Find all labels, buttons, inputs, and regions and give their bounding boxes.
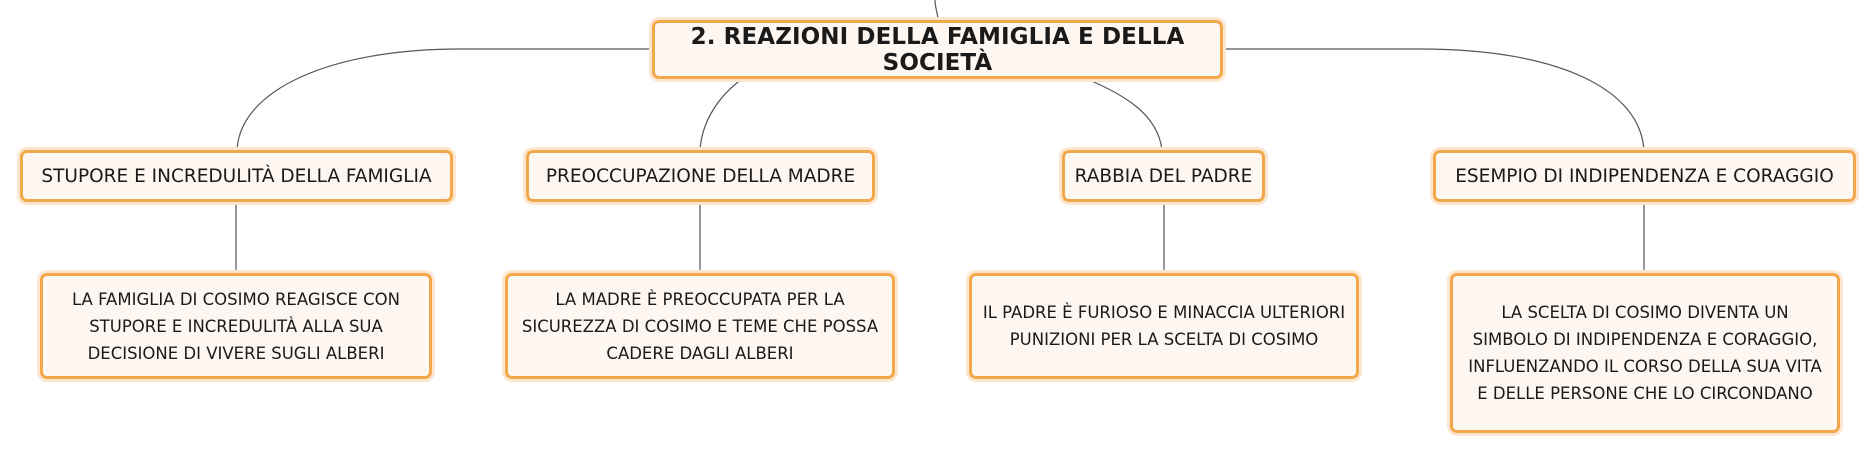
connector-root-to-branch-2 <box>1086 78 1163 151</box>
branch-topic-label: ESEMPIO DI INDIPENDENZA E CORAGGIO <box>1455 165 1834 187</box>
detail-topic-text: LA SCELTA DI COSIMO DIVENTA UN SIMBOLO D… <box>1468 303 1822 403</box>
connector-root-to-branch-3 <box>1223 48 1645 151</box>
root-topic-label: 2. REAZIONI DELLA FAMIGLIA E DELLA SOCIE… <box>690 23 1185 76</box>
detail-topic-text: LA MADRE È PREOCCUPATA PER LA SICUREZZA … <box>521 289 879 363</box>
branch-topic-label: STUPORE E INCREDULITÀ DELLA FAMIGLIA <box>41 165 432 187</box>
branch-topic-label: PREOCCUPAZIONE DELLA MADRE <box>545 165 856 187</box>
root-topic[interactable]: 2. REAZIONI DELLA FAMIGLIA E DELLA SOCIE… <box>652 20 1223 79</box>
branch-topic-label: RABBIA DEL PADRE <box>1074 165 1253 187</box>
branch-topic-esempio[interactable]: ESEMPIO DI INDIPENDENZA E CORAGGIO <box>1433 150 1856 202</box>
branch-topic-madre[interactable]: PREOCCUPAZIONE DELLA MADRE <box>526 150 875 202</box>
branch-topic-padre[interactable]: RABBIA DEL PADRE <box>1062 150 1265 202</box>
detail-topic-text: LA FAMIGLIA DI COSIMO REAGISCE CON STUPO… <box>71 289 401 363</box>
detail-topic-text: IL PADRE È FURIOSO E MINACCIA ULTERIORI … <box>982 303 1346 349</box>
branch-topic-stupore[interactable]: STUPORE E INCREDULITÀ DELLA FAMIGLIA <box>20 150 453 202</box>
connector-parent-to-root <box>934 0 939 21</box>
detail-topic-padre[interactable]: IL PADRE È FURIOSO E MINACCIA ULTERIORI … <box>969 273 1359 379</box>
detail-topic-stupore[interactable]: LA FAMIGLIA DI COSIMO REAGISCE CON STUPO… <box>40 273 432 379</box>
connector-root-to-branch-0 <box>236 48 652 151</box>
detail-topic-madre[interactable]: LA MADRE È PREOCCUPATA PER LA SICUREZZA … <box>505 273 895 379</box>
connector-root-to-branch-1 <box>699 78 743 151</box>
detail-topic-esempio[interactable]: LA SCELTA DI COSIMO DIVENTA UN SIMBOLO D… <box>1450 273 1840 433</box>
